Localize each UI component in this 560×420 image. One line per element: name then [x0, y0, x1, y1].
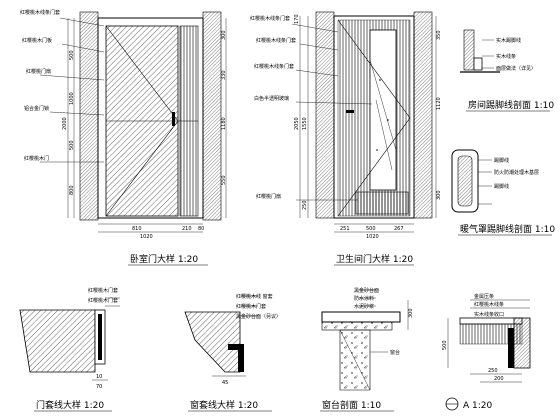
sill-note-2: 防水涂料 [354, 295, 374, 302]
bath-dim-r2: 350 [436, 30, 442, 40]
bath-dim-total: 1020 [366, 234, 379, 240]
detail-a-note-3: 实木线条收口 [474, 311, 504, 318]
sill-section [321, 289, 409, 391]
bedroom-door-elevation [39, 11, 227, 233]
bath-dim-w1: 251 [340, 226, 350, 232]
window-frame-title: 窗套线大样 1:20 [190, 399, 258, 411]
bathroom-door-elevation [291, 11, 437, 233]
bedroom-dim-r1: 300 [221, 30, 227, 40]
sill-note-4: 窗台 [390, 349, 400, 356]
bedroom-dim-r3: 1180 [221, 117, 227, 130]
window-frame-note-2: 红樱桃木门套 [236, 303, 266, 310]
bath-dim-r1: 1120 [436, 97, 442, 110]
bath-dim-h1: 170 [294, 14, 300, 24]
sill-note-1: 黑金砂台面 [354, 287, 379, 294]
detail-a-note-1: 金属压条 [474, 293, 494, 300]
bedroom-dim-w2: 210 [182, 226, 192, 232]
bathroom-door-title: 卫生间门大样 1:20 [336, 253, 413, 265]
radiator-note-1: 踢脚线 [494, 157, 509, 164]
bath-dim-w3: 267 [394, 226, 404, 232]
bath-dim-height: 2050 [294, 117, 300, 130]
bedroom-dim-h3: 500 [69, 140, 75, 150]
radiator-title: 暖气罩踢脚线剖面 1:10 [460, 223, 555, 235]
radiator-note-3: 踢脚线 [494, 183, 509, 190]
bedroom-note-1: 红樱桃木线条门套 [20, 9, 60, 16]
bedroom-door-title: 卧室门大样 1:20 [130, 253, 198, 265]
detail-a [445, 299, 531, 411]
bedroom-dim-h2: 1000 [69, 92, 75, 105]
bedroom-dim-height: 2000 [62, 117, 68, 130]
skirting-note-3: 面层做法（详见） [496, 65, 536, 72]
skirting-title: 房间踢脚线剖面 1:10 [468, 99, 554, 111]
bedroom-dim-r2: 330 [221, 70, 227, 80]
detail-a-title: A 1:20 [463, 401, 493, 411]
sill-title: 窗台剖面 1:10 [322, 399, 381, 411]
bedroom-dim-h1: 500 [69, 50, 75, 60]
bath-note-2: 红樱桃木线条门套 [256, 37, 296, 44]
detail-a-dim-3: 500 [442, 340, 448, 350]
window-frame-note-3: 黑金砂台面（另议） [236, 313, 281, 320]
bedroom-note-4: 铝合金门锁 [24, 105, 49, 112]
radiator-note-2: 防火防潮处理木基层 [494, 169, 539, 176]
bath-dim-w2: 500 [366, 226, 376, 232]
window-frame-dim-1: 45 [222, 380, 228, 386]
bedroom-dim-total: 1020 [140, 234, 153, 240]
bath-dim-r3: 300 [436, 190, 442, 200]
skirting-note-1: 实木踢脚线 [496, 37, 521, 44]
skirting-note-2: 实木线条 [496, 53, 516, 60]
door-frame-title: 门套线大样 1:20 [36, 399, 104, 411]
sill-note-3: 水泥砂浆 [354, 303, 374, 310]
detail-a-note-2: 红樱桃木线条 [474, 301, 504, 308]
bath-note-5: 红樱桃门扇 [256, 193, 281, 200]
bath-note-3: 红樱桃木线条门套 [254, 63, 294, 70]
door-frame-dim-2: 70 [96, 384, 102, 390]
bedroom-dim-w1: 810 [132, 226, 142, 232]
bath-dim-h3: 250 [302, 200, 308, 210]
bedroom-dim-r4: 550 [221, 175, 227, 185]
detail-a-dim-1: 250 [488, 368, 498, 374]
radiator-section [451, 149, 492, 213]
bedroom-note-5: 红樱桃木门 [24, 155, 49, 162]
bedroom-note-2: 红樱桃木门板 [22, 37, 52, 44]
detail-a-dim-2: 200 [494, 376, 504, 382]
bath-note-1: 红樱桃木线条门套 [250, 15, 290, 22]
window-frame-detail [184, 295, 258, 377]
bedroom-dim-h4: 800 [69, 185, 75, 195]
door-frame-detail [19, 297, 120, 381]
sill-dim-1: 300 [408, 308, 414, 318]
skirting-section [460, 29, 500, 73]
window-frame-note-1: 红樱桃木线 窗套 [236, 293, 273, 300]
bath-note-4: 白色半透明玻璃 [254, 95, 289, 102]
bedroom-note-3: 红樱桃门扇 [26, 68, 51, 75]
door-frame-note-1: 红樱桃木门套 [88, 287, 118, 294]
bath-dim-h2: 1550 [302, 117, 308, 130]
door-frame-dim-1: 10 [96, 374, 102, 380]
door-frame-note-2: 红樱桃木门套 [88, 297, 118, 304]
bedroom-dim-w3: 80 [198, 226, 204, 232]
